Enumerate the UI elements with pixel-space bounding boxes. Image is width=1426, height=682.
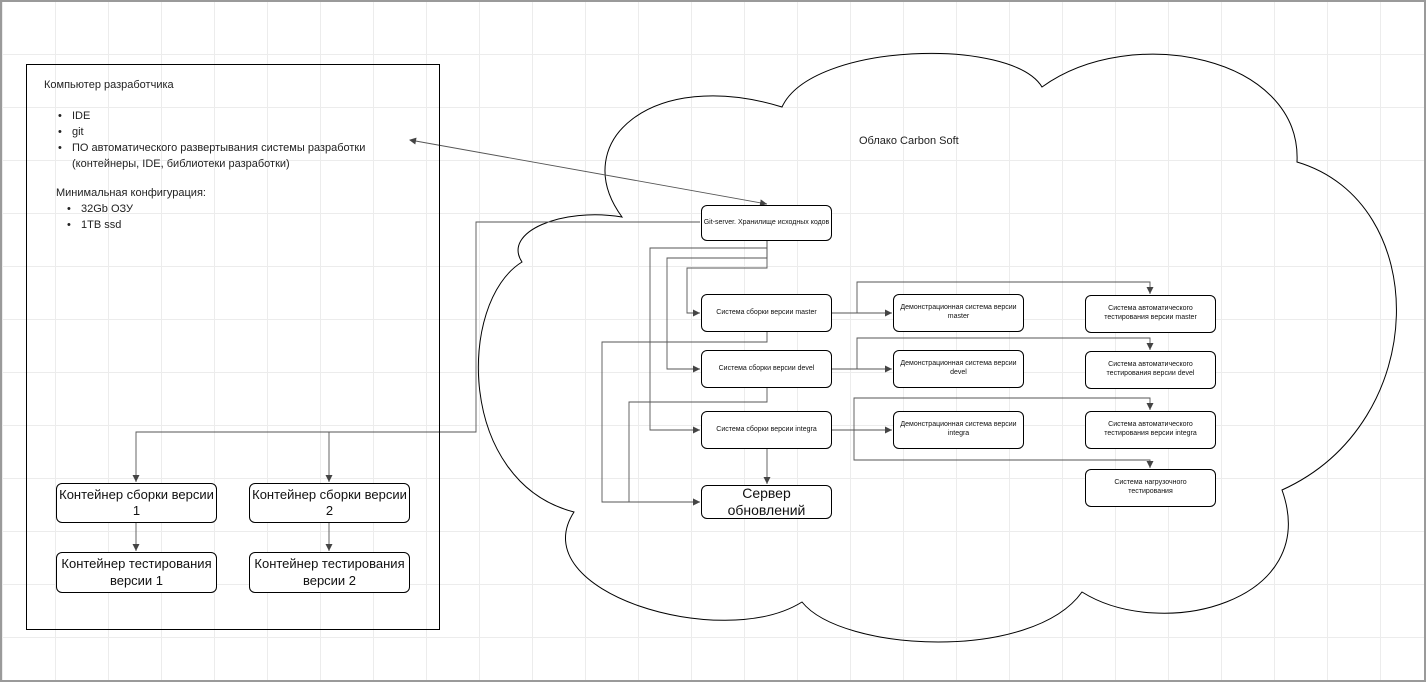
list-item-ssd: •1TB ssd — [67, 219, 122, 231]
autotest-system-master[interactable]: Система автоматического тестирования вер… — [1085, 295, 1216, 333]
list-item-deploy-software: •ПО автоматического развертывания систем… — [58, 142, 366, 154]
connector-integra-load — [853, 430, 1154, 468]
demo-system-devel[interactable]: Демонстрационная система версии devel — [893, 350, 1024, 388]
autotest-system-devel[interactable]: Система автоматического тестирования вер… — [1085, 351, 1216, 389]
list-item-deploy-details: (контейнеры, IDE, библиотеки разработки) — [72, 158, 290, 170]
list-item-git: •git — [58, 126, 84, 138]
build-system-master[interactable]: Система сборки версии master — [701, 294, 832, 332]
build-system-integra[interactable]: Система сборки версии integra — [701, 411, 832, 449]
connector-integra-autotest — [853, 397, 1154, 430]
cloud-shape — [477, 52, 1397, 643]
list-item-ram: •32Gb ОЗУ — [67, 203, 134, 215]
connector-git-integra — [649, 241, 768, 434]
connector-git-build2 — [325, 431, 476, 482]
demo-system-integra[interactable]: Демонстрационная система версии integra — [893, 411, 1024, 449]
build-container-2[interactable]: Контейнер сборки версии 2 — [249, 483, 410, 523]
autotest-system-integra[interactable]: Система автоматического тестирования вер… — [1085, 411, 1216, 449]
connector-devel-update — [628, 388, 768, 506]
demo-system-master[interactable]: Демонстрационная система версии master — [893, 294, 1024, 332]
update-server-node[interactable]: Сервер обновлений — [701, 485, 832, 519]
developer-pc-frame[interactable] — [26, 64, 440, 630]
test-container-1[interactable]: Контейнер тестирования версии 1 — [56, 552, 217, 593]
cloud-title: Облако Carbon Soft — [859, 135, 959, 147]
git-server-node[interactable]: Git-server. Хранилище исходных кодов — [701, 205, 832, 241]
build-system-devel[interactable]: Система сборки версии devel — [701, 350, 832, 388]
developer-pc-title: Компьютер разработчика — [44, 79, 174, 91]
connector-git-dev — [409, 137, 768, 207]
load-test-system[interactable]: Система нагрузочного тестирования — [1085, 469, 1216, 507]
min-config-title: Минимальная конфигурация: — [56, 187, 206, 199]
connector-devel-autotest — [856, 337, 1154, 369]
connector-git-devel — [666, 241, 768, 373]
connector-master-autotest — [856, 281, 1154, 313]
connector-git-master — [686, 241, 768, 317]
list-item-ide: •IDE — [58, 110, 91, 122]
test-container-2[interactable]: Контейнер тестирования версии 2 — [249, 552, 410, 593]
build-container-1[interactable]: Контейнер сборки версии 1 — [56, 483, 217, 523]
